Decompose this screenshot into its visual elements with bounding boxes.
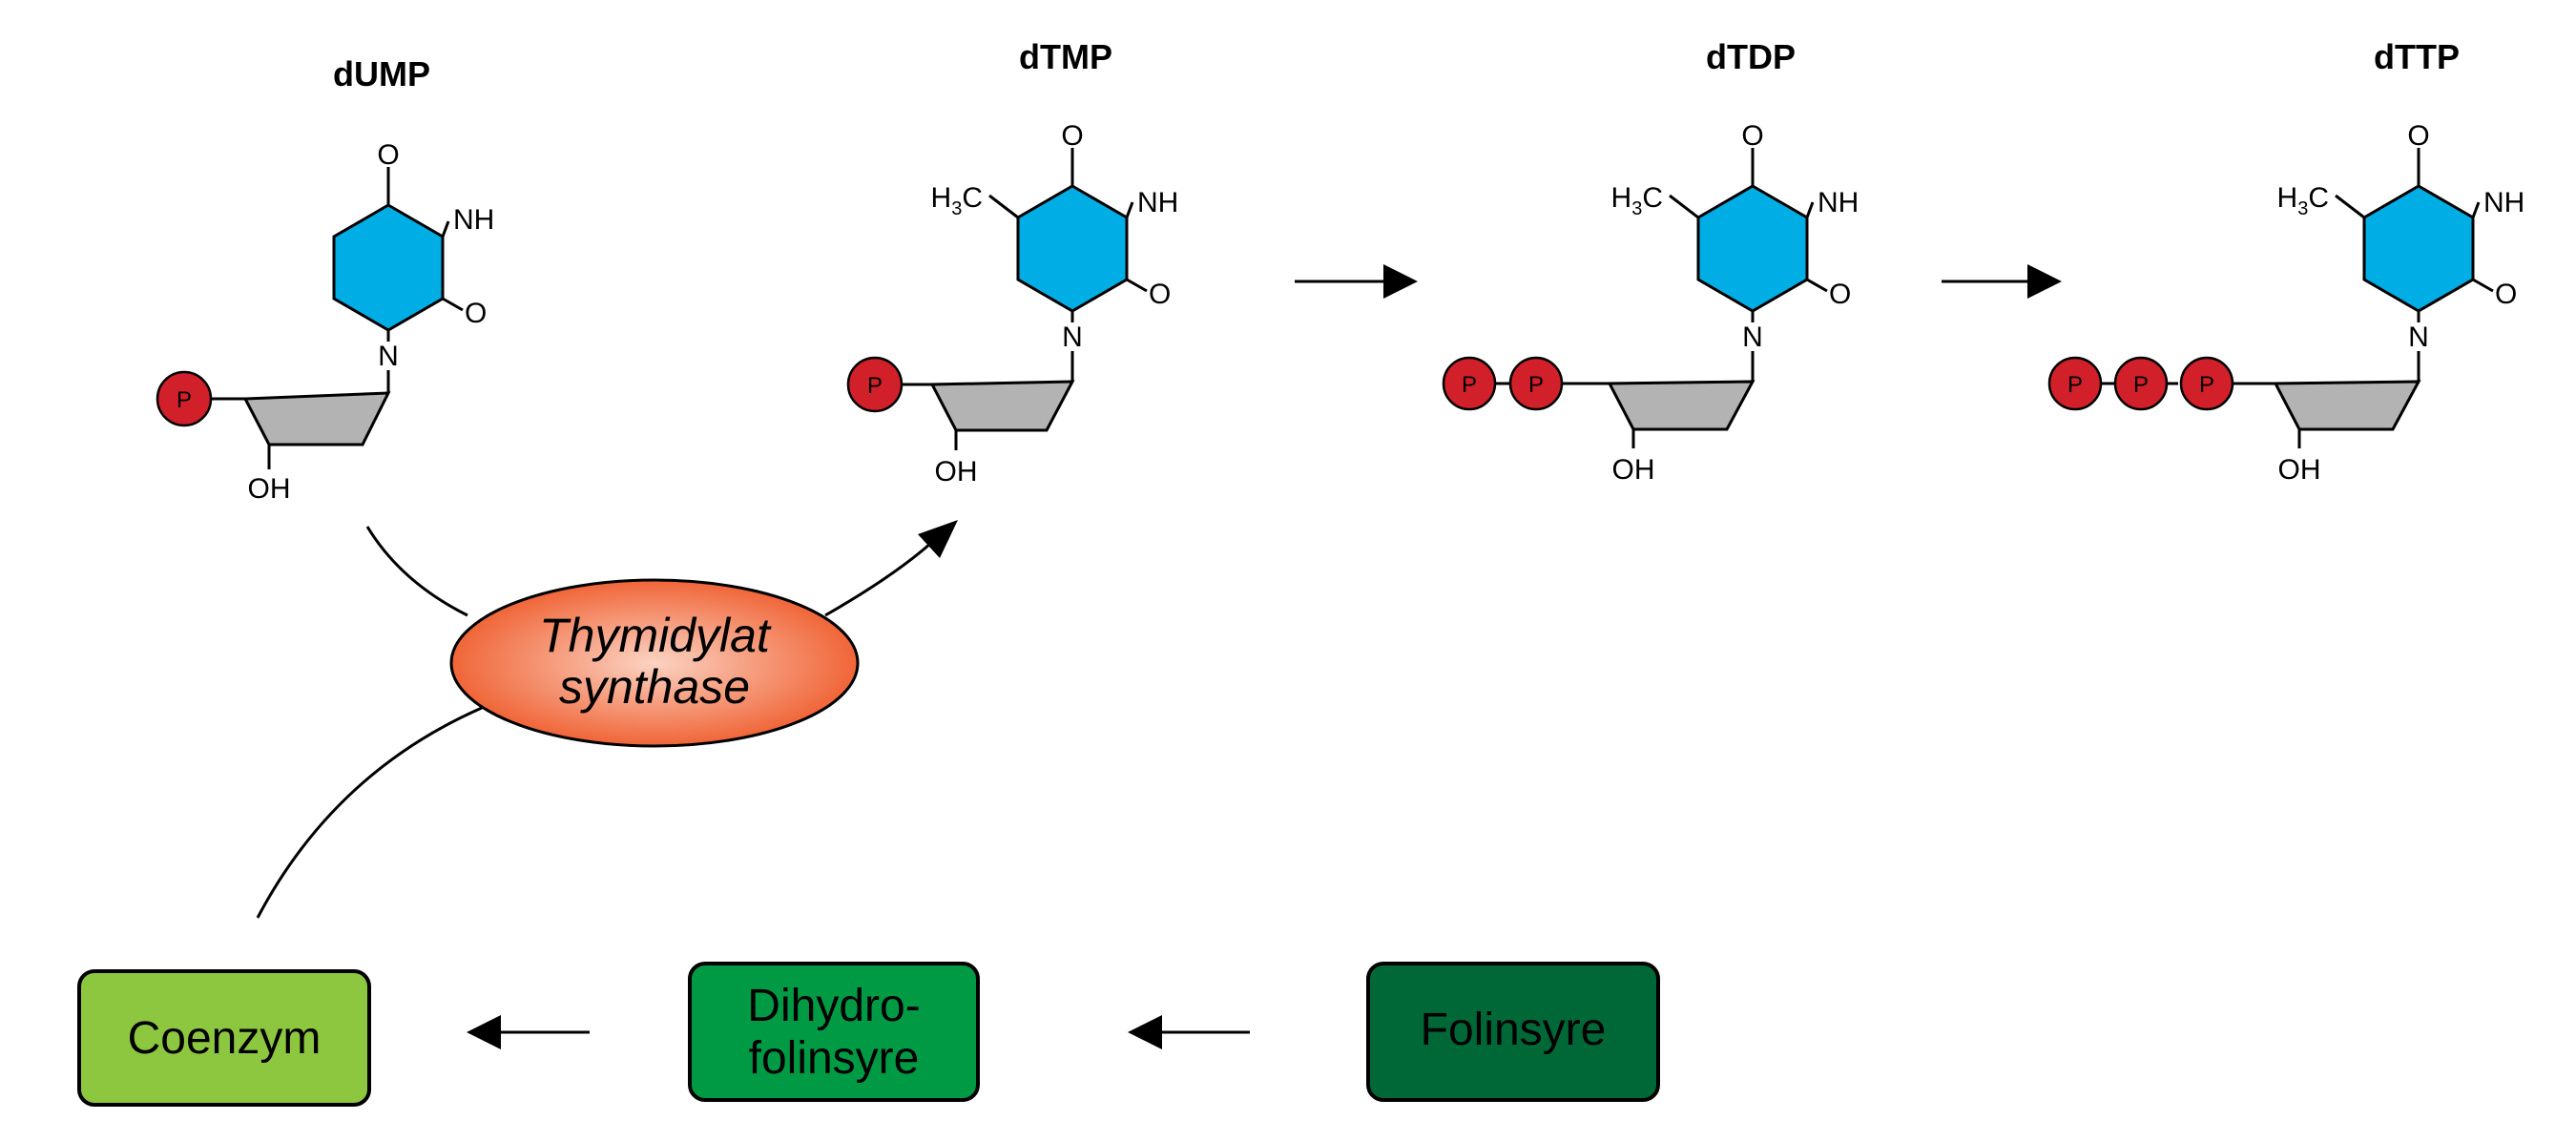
atom-o-top: O (2407, 120, 2429, 152)
atom-o-right: O (465, 298, 487, 329)
arrow-folinsyre-to-dihydro (1128, 1015, 1250, 1049)
atom-oh: OH (2278, 454, 2321, 486)
atom-o-right: O (1149, 279, 1171, 310)
atom-n: N (1742, 322, 1763, 353)
curve-dump-to-enzyme (365, 526, 468, 617)
phosphate-group-2: P (1442, 356, 1497, 411)
box-dihydro-label-line2: folinsyre (749, 1033, 920, 1084)
molecule-title-dtdp: dTDP (1706, 37, 1796, 76)
curve-enzyme-to-dtmp (824, 520, 958, 617)
molecule-title-dttp: dTTP (2374, 37, 2460, 76)
atom-o-top: O (1061, 120, 1083, 152)
methyl-group: H3C (1611, 182, 1663, 219)
atom-nh: NH (453, 204, 494, 236)
phosphate-circle (2113, 356, 2169, 411)
atom-o-top: O (1741, 120, 1763, 152)
methyl-group: H3C (2277, 182, 2329, 219)
atom-o-right: O (2495, 279, 2517, 310)
sugar-ring (2273, 380, 2421, 431)
box-folinsyre: Folinsyre (1366, 962, 1660, 1102)
pyrimidine-ring (1696, 184, 1809, 313)
enzyme-thymidylat-synthase: Thymidylat synthase (449, 578, 860, 748)
box-dihydrofolinsyre: Dihydro- folinsyre (688, 962, 980, 1102)
arrow-dtdp-to-dttp (1942, 264, 2062, 299)
phosphate-circle (1442, 356, 1497, 411)
atom-nh: NH (1818, 187, 1859, 218)
pyrimidine-ring (2362, 184, 2475, 313)
atom-nh: NH (2483, 187, 2524, 218)
arrow-dihydro-to-coenzym (467, 1015, 590, 1049)
enzyme-label-line1: Thymidylat (539, 609, 772, 662)
sugar-ring (1607, 380, 1755, 431)
atom-oh: OH (935, 456, 978, 488)
molecule-dtdp: dTDP O NH O H3C N OH P P (1442, 37, 1859, 486)
enzyme-label-line2: synthase (559, 660, 750, 714)
phosphate-label: P (1462, 372, 1477, 398)
sugar-ring (929, 380, 1075, 432)
box-dihydro-label-line1: Dihydro- (747, 981, 920, 1031)
phosphate-circle (846, 356, 904, 413)
molecule-dump: dUMP O NH O N OH P (156, 54, 494, 505)
atom-o-top: O (377, 139, 399, 171)
phosphate-label: P (177, 387, 192, 413)
phosphate-label: P (2133, 372, 2149, 398)
atom-n: N (378, 341, 399, 372)
phosphate-circle (1508, 356, 1564, 411)
pyrimidine-ring (1016, 184, 1129, 313)
phosphate-group-3: P (2047, 356, 2103, 411)
atom-o-right: O (1829, 279, 1851, 310)
pyrimidine-ring (332, 203, 445, 332)
phosphate-label: P (867, 373, 883, 399)
atom-oh: OH (248, 473, 291, 505)
phosphate-circle (156, 370, 213, 427)
molecule-dtmp: dTMP O NH O H3C N OH P (846, 37, 1178, 488)
sugar-ring (242, 391, 391, 446)
phosphate-group-1: P (1508, 356, 1564, 411)
methyl-group: H3C (931, 182, 983, 219)
curve-coenzym-to-enzyme (256, 706, 483, 919)
phosphate-label: P (2199, 372, 2214, 398)
phosphate-label: P (1528, 372, 1544, 398)
phosphate-group-2: P (2113, 356, 2169, 411)
atom-nh: NH (1137, 187, 1178, 218)
molecule-dttp: dTTP O NH O H3C N OH P P P (2047, 37, 2524, 486)
phosphate-group: P (846, 356, 904, 413)
molecule-title-dump: dUMP (333, 54, 430, 93)
atom-oh: OH (1612, 454, 1655, 486)
phosphate-circle (2179, 356, 2234, 411)
phosphate-label: P (2067, 372, 2083, 398)
phosphate-group-1: P (2179, 356, 2234, 411)
box-coenzym-label: Coenzym (128, 1013, 322, 1064)
atom-n: N (1062, 322, 1083, 353)
atom-n: N (2408, 322, 2429, 353)
box-folinsyre-label: Folinsyre (1421, 1005, 1607, 1055)
box-coenzym: Coenzym (77, 969, 371, 1107)
arrow-dtmp-to-dtdp (1295, 264, 1418, 299)
molecule-title-dtmp: dTMP (1019, 37, 1112, 76)
phosphate-group: P (156, 370, 213, 427)
phosphate-circle (2047, 356, 2103, 411)
